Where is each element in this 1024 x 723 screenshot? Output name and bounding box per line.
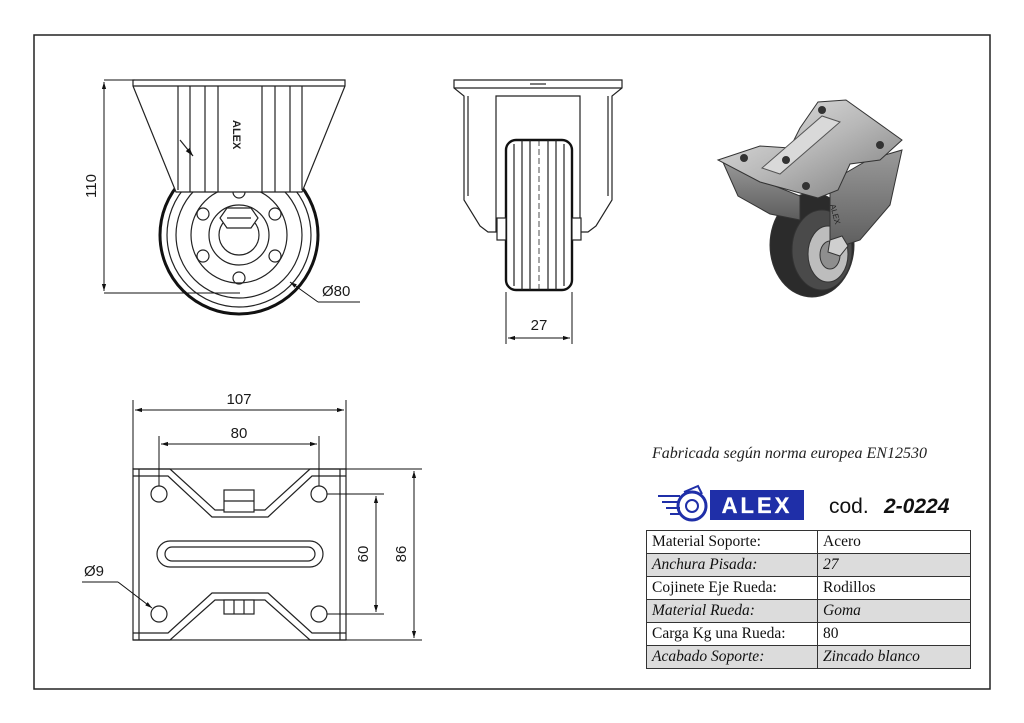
- spec-label: Cojinete Eje Rueda:: [646, 576, 818, 600]
- hole-spacing-length-label: 80: [231, 425, 248, 442]
- spec-label: Carga Kg una Rueda:: [646, 622, 818, 646]
- spec-row: Anchura Pisada: 27: [646, 553, 971, 577]
- plate-width-dimension: [346, 468, 422, 641]
- bracket-marking: ALEX: [230, 120, 242, 150]
- sheet-border: [33, 34, 991, 690]
- spec-label: Acabado Soporte:: [646, 645, 818, 669]
- plate-width-label: 86: [393, 546, 410, 563]
- spec-row: Material Rueda: Goma: [646, 599, 971, 623]
- spec-value: Rodillos: [817, 576, 971, 600]
- spec-row: Carga Kg una Rueda: 80: [646, 622, 971, 646]
- spec-label: Material Rueda:: [646, 599, 818, 623]
- alex-wheel-logo-icon: ALEX: [658, 484, 804, 522]
- plate-length-label: 107: [226, 391, 251, 408]
- plan-view: [132, 468, 347, 641]
- height-dim-label: 110: [83, 174, 100, 198]
- wheel-diameter-leader: [289, 281, 360, 303]
- spec-row: Cojinete Eje Rueda: Rodillos: [646, 576, 971, 600]
- specs-table: Material Soporte: Acero Anchura Pisada: …: [646, 530, 971, 669]
- spec-label: Anchura Pisada:: [646, 553, 818, 577]
- hole-spacing-length-dimension: [158, 436, 320, 486]
- hole-spacing-width-dimension: [327, 493, 384, 615]
- spec-row: Material Soporte: Acero: [646, 530, 971, 554]
- standard-note: Fabricada según norma europea EN12530: [652, 445, 927, 462]
- isometric-view: ALEX: [716, 99, 903, 298]
- spec-value: Zincado blanco: [817, 645, 971, 669]
- spec-row: Acabado Soporte: Zincado blanco: [646, 645, 971, 669]
- code-value: 2-0224: [884, 495, 950, 518]
- logo-text: ALEX: [722, 493, 793, 518]
- tread-width-label: 27: [531, 317, 548, 334]
- spec-value: Acero: [817, 530, 971, 554]
- spec-value: 27: [817, 553, 971, 577]
- side-view: ALEX: [132, 79, 346, 316]
- hole-spacing-width-label: 60: [355, 546, 372, 563]
- tread-width-dimension: [505, 292, 573, 344]
- plate-length-dimension: [132, 400, 347, 469]
- code-label: cod.: [829, 495, 869, 518]
- spec-label: Material Soporte:: [646, 530, 818, 554]
- height-dimension: [101, 79, 240, 294]
- spec-value: 80: [817, 622, 971, 646]
- front-view: [453, 79, 623, 292]
- hole-diameter-leader: [82, 581, 153, 609]
- wheel-diameter-label: Ø80: [322, 283, 350, 300]
- spec-value: Goma: [817, 599, 971, 623]
- hole-diameter-label: Ø9: [84, 563, 104, 580]
